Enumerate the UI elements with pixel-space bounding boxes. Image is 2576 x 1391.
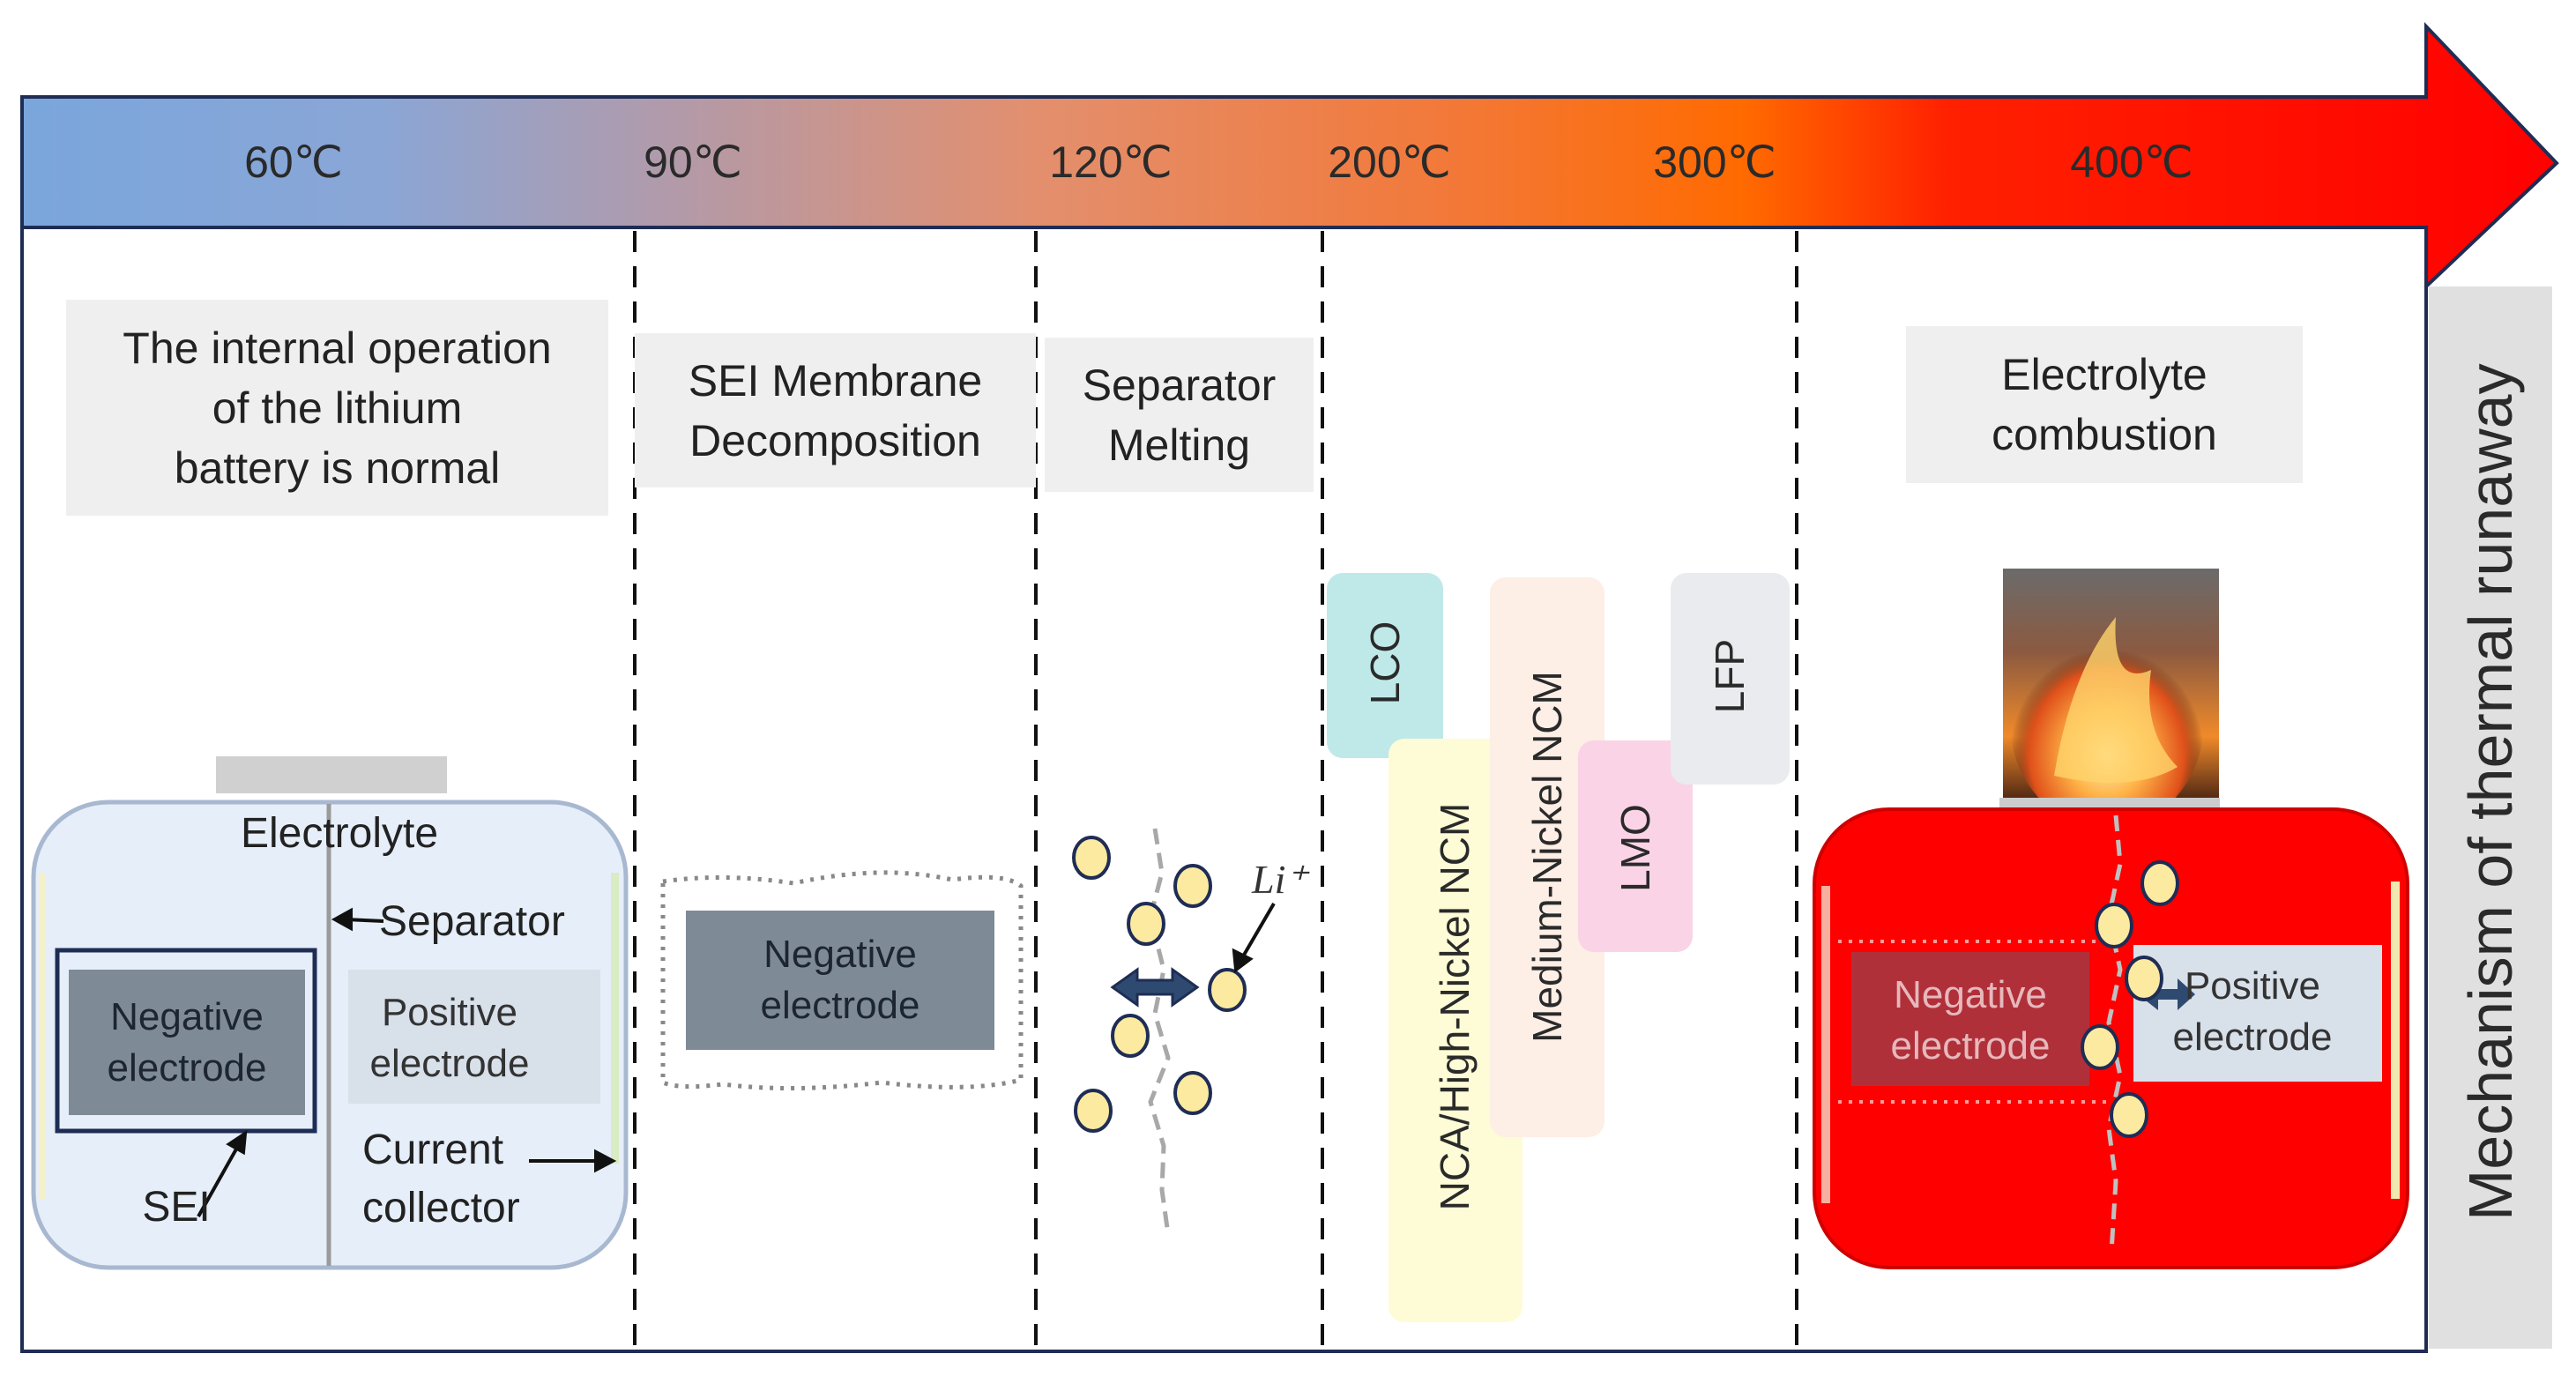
stage-electrolyte-title: Electrolyte combustion	[1906, 326, 2303, 483]
medium-ncm-box	[1490, 577, 1604, 1137]
combustion-negative-electrode	[1851, 952, 2089, 1086]
current-collector-label: Current collector	[362, 1127, 520, 1231]
battery-left-collector	[39, 873, 46, 1199]
lfp-box	[1671, 573, 1790, 785]
side-title-bar	[2429, 286, 2552, 1349]
stage-separator-title: Separator Melting	[1045, 338, 1314, 492]
battery-negative-label: Negative electrode	[107, 995, 267, 1090]
combustion-negative-label: Negative electrode	[1890, 973, 2051, 1067]
ion-double-arrow	[1110, 967, 1200, 1008]
lfp-label: LFP	[1707, 638, 1753, 714]
battery-top-terminal	[216, 756, 447, 793]
temp-400: 400℃	[2070, 138, 2193, 187]
combustion-li-ions	[2081, 860, 2179, 1138]
sei-negative-label: Negative electrode	[760, 933, 920, 1027]
nca-label: NCA/High-Nickel NCM	[1432, 802, 1478, 1211]
nca-box	[1389, 739, 1523, 1322]
combustion-positive-label: Positive electrode	[2172, 964, 2333, 1059]
combustion-separator-line	[2106, 815, 2123, 1253]
battery-negative-frame	[55, 948, 317, 1134]
lmo-label: LMO	[1612, 804, 1658, 892]
lco-label: LCO	[1362, 621, 1408, 705]
stage-normal-title: The internal operation of the lithium ba…	[66, 300, 608, 516]
sei-label: SEI	[142, 1184, 211, 1231]
lco-box	[1327, 573, 1443, 758]
battery-right-collector	[611, 873, 619, 1164]
sei-negative-electrode	[686, 911, 994, 1050]
battery-negative-electrode	[69, 970, 305, 1115]
temp-90: 90℃	[644, 138, 742, 187]
main-frame	[20, 226, 2428, 1353]
battery-positive-label: Positive electrode	[369, 991, 530, 1085]
temp-120: 120℃	[1049, 138, 1173, 187]
combustion-positive-electrode	[2133, 945, 2382, 1082]
electrolyte-label: Electrolyte	[240, 810, 439, 857]
medium-ncm-label: Medium-Nickel NCM	[1524, 671, 1570, 1043]
separator-label: Separator	[379, 898, 565, 945]
battery-positive-electrode	[348, 970, 600, 1104]
temp-300: 300℃	[1653, 138, 1776, 187]
li-ions	[1072, 836, 1247, 1133]
temp-200: 200℃	[1328, 138, 1451, 187]
melting-separator-line	[1148, 828, 1171, 1235]
stage-sei-title: SEI Membrane Decomposition	[635, 333, 1036, 487]
li-ion-label: Li⁺	[1252, 857, 1307, 902]
side-title: Mechanism of thermal runaway	[2456, 363, 2525, 1221]
temp-60: 60℃	[244, 138, 343, 187]
sei-dotted-boundary	[660, 870, 1024, 1091]
lmo-box	[1578, 740, 1693, 952]
